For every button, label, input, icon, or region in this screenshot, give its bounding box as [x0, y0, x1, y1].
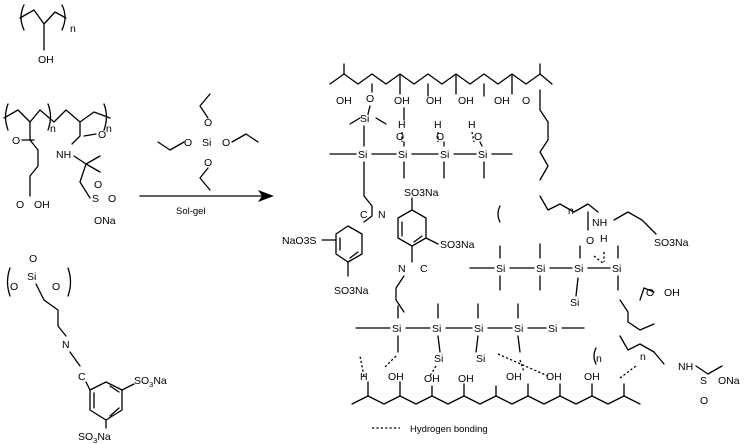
- bot-oh-3: OH: [458, 373, 474, 385]
- bot-oh-5: OH: [546, 371, 562, 383]
- legend-label: Hydrogen bonding: [410, 424, 488, 435]
- copolymer-n1: n: [50, 123, 56, 135]
- top-oh-2: OH: [394, 95, 410, 107]
- net-si-17: Si: [476, 353, 485, 365]
- net-o-b: O: [436, 131, 444, 143]
- net-n-rep-2: n: [596, 353, 602, 365]
- net-si-1: Si: [360, 113, 369, 125]
- reaction-arrow: Sol-gel: [139, 190, 274, 217]
- copolymer-sona: ONa: [94, 215, 116, 227]
- copolymer-s: S: [92, 193, 99, 205]
- reactant-copolymer: n n O O OH O NH S O O ONa: [3, 103, 116, 227]
- net-si-16: Si: [434, 353, 443, 365]
- top-h-1: H: [398, 119, 406, 131]
- bot-oh-4: OH: [506, 371, 522, 383]
- net-so3na-e: SO3Na: [654, 237, 689, 249]
- top-o-1: O: [366, 93, 374, 105]
- net-si-2: Si: [358, 149, 367, 161]
- net-si-9: Si: [612, 263, 621, 275]
- copolymer-ester-o: O: [12, 135, 20, 147]
- teos-o-bottom: O: [204, 157, 212, 169]
- top-oh-3: OH: [426, 95, 442, 107]
- net-si-11: Si: [392, 323, 401, 335]
- bot-oh-1: OH: [388, 371, 404, 383]
- dye-o-right: O: [52, 281, 60, 293]
- top-h-2: H: [434, 119, 442, 131]
- net-si-13: Si: [474, 323, 483, 335]
- product-network: OH OH OH OH OH O O H H H Si Si Si Si Si …: [282, 63, 740, 407]
- copolymer-nh: NH: [56, 149, 71, 161]
- net-si-6: Si: [496, 263, 505, 275]
- dye-o-top: O: [29, 253, 37, 265]
- net-so3na-d: SO3Na: [440, 239, 475, 251]
- dye-so3na-1: SO3Na: [134, 375, 167, 389]
- net-s-o: O: [700, 395, 708, 407]
- net-s-2: S: [700, 375, 707, 387]
- pva-repeat-n: n: [70, 23, 76, 35]
- net-ch-2: C: [420, 263, 428, 275]
- copolymer-acid-o: O: [16, 199, 24, 211]
- reactant-pva: n OH: [19, 4, 76, 66]
- dye-n: N: [62, 339, 70, 351]
- teos-si: Si: [202, 137, 211, 149]
- dye-o-left: O: [10, 281, 18, 293]
- teos-o-right: O: [222, 137, 230, 149]
- net-si-10: Si: [570, 297, 579, 309]
- net-si-14: Si: [514, 323, 523, 335]
- copolymer-n2: n: [106, 123, 112, 135]
- copolymer-acid-oh: OH: [34, 199, 50, 211]
- net-si-5: Si: [478, 149, 487, 161]
- top-o-ester: O: [522, 95, 530, 107]
- top-oh-4: OH: [458, 95, 474, 107]
- net-n-rep-1: n: [568, 205, 574, 217]
- net-o-amide: O: [586, 235, 594, 247]
- net-si-8: Si: [574, 263, 583, 275]
- net-h-amide: H: [600, 233, 608, 245]
- net-so3na-c: SO3Na: [334, 285, 369, 297]
- copolymer-s-o2: O: [94, 179, 102, 191]
- net-si-4: Si: [440, 149, 449, 161]
- net-nh-2: NH: [678, 361, 693, 373]
- net-o-c: O: [474, 131, 482, 143]
- net-acid-o: O: [646, 287, 654, 299]
- dye-ch: C: [78, 371, 86, 383]
- net-n-rep-3: n: [640, 351, 646, 363]
- dye-so3na-2: SO3Na: [78, 431, 111, 444]
- net-si-12: Si: [432, 323, 441, 335]
- top-oh-5: OH: [494, 95, 510, 107]
- bot-oh-6: OH: [584, 371, 600, 383]
- net-so3na-a: SO3Na: [404, 187, 439, 199]
- net-si-3: Si: [398, 149, 407, 161]
- dye-si: Si: [27, 271, 36, 283]
- copolymer-amide-o: O: [98, 129, 106, 141]
- net-acid-oh: OH: [664, 287, 680, 299]
- net-s-ona: ONa: [718, 375, 740, 387]
- net-si-7: Si: [536, 263, 545, 275]
- top-h-3: H: [468, 119, 476, 131]
- copolymer-s-o1: O: [108, 193, 116, 205]
- legend: Hydrogen bonding: [372, 424, 488, 435]
- net-n-2: N: [398, 263, 406, 275]
- top-oh-1: OH: [336, 95, 352, 107]
- reagent-teos: Si O O O O: [157, 93, 259, 191]
- net-n-1: N: [378, 209, 386, 221]
- net-so3na-b: NaO3S: [282, 235, 316, 247]
- arrow-label: Sol-gel: [176, 206, 206, 217]
- bot-h-1: H: [360, 371, 368, 383]
- net-ch-1: C: [360, 209, 368, 221]
- net-nh-1: NH: [592, 217, 607, 229]
- bot-oh-2: OH: [424, 373, 440, 385]
- net-si-15: Si: [548, 323, 557, 335]
- reactant-silane-dye: Si O O O N C SO3Na SO3Na: [6, 253, 167, 444]
- pva-oh-label: OH: [38, 54, 54, 66]
- teos-o-top: O: [204, 117, 212, 129]
- teos-o-left: O: [184, 137, 192, 149]
- net-o-a: O: [396, 131, 404, 143]
